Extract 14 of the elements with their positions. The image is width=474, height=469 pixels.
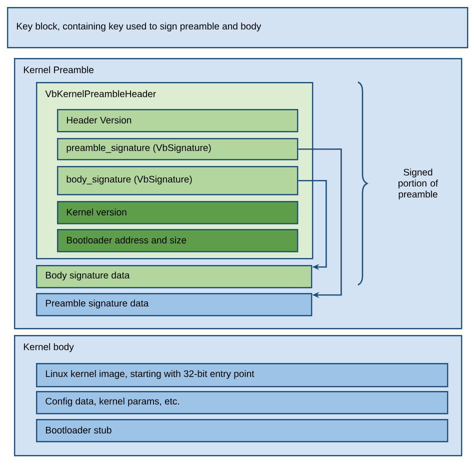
- field-box: Linux kernel image, starting with 32-bit entry point: [36, 363, 448, 388]
- brace-label: Signed portion of preamble: [398, 168, 438, 200]
- field-box: Kernel version: [57, 201, 298, 224]
- field-box: Key block, containing key used to sign preamble and body: [7, 7, 468, 48]
- field-box: Body signature data: [36, 265, 312, 288]
- field-box: Bootloader address and size: [57, 229, 298, 252]
- arrow: [298, 148, 342, 298]
- field-box: body_signature (VbSignature): [57, 166, 298, 196]
- field-box: preamble_signature (VbSignature): [57, 138, 298, 160]
- arrow: [298, 180, 327, 270]
- field-box: Header Version: [57, 109, 298, 132]
- field-box: Bootloader stub: [36, 419, 448, 442]
- field-box: Preamble signature data: [36, 293, 312, 316]
- field-box: Config data, kernel params, etc.: [36, 391, 448, 414]
